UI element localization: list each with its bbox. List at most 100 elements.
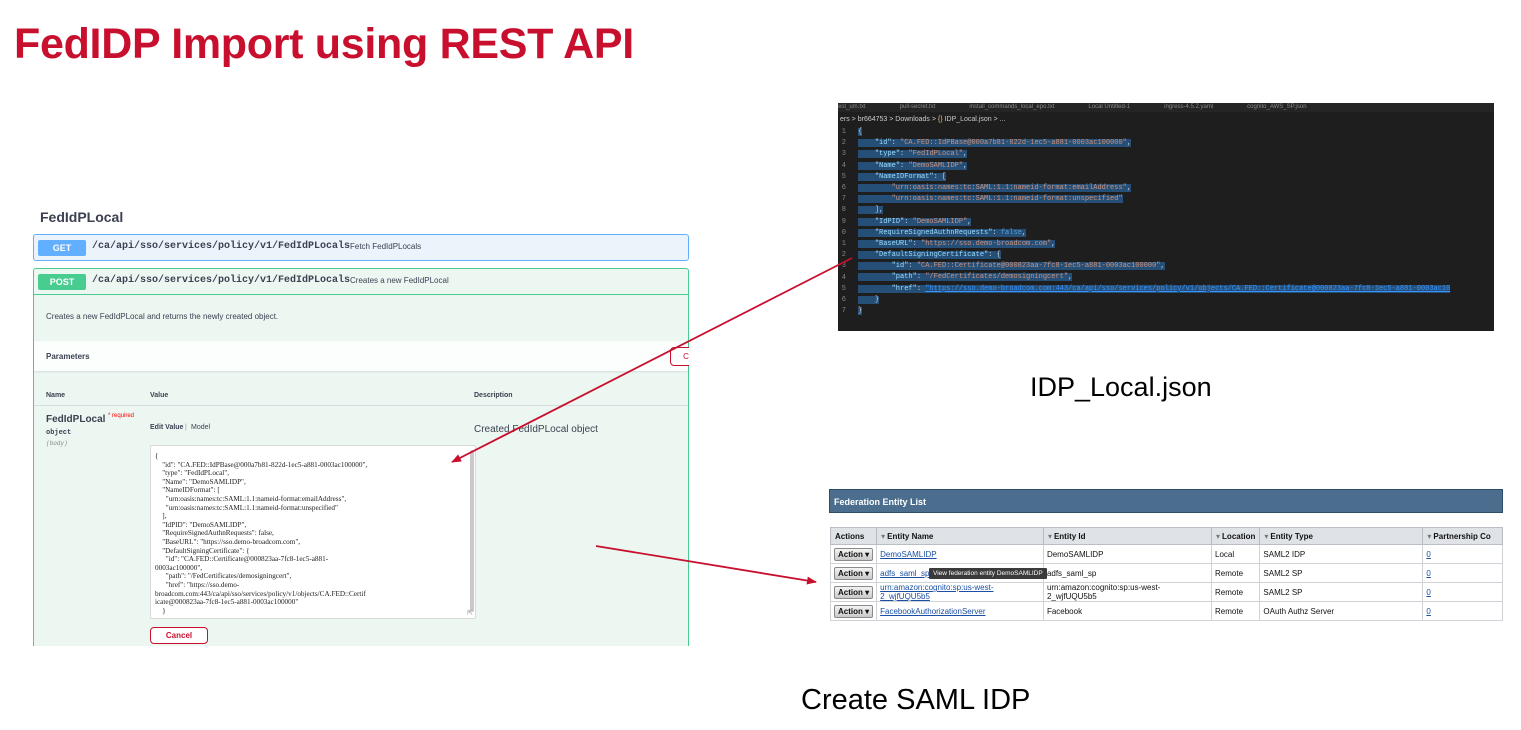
entity-tooltip: View federation entity DemoSAMLIDP: [929, 568, 1047, 579]
sort-icon: ▾: [1427, 531, 1432, 541]
column-header[interactable]: ▾Partnership Co: [1422, 527, 1503, 545]
code-token: "urn:oasis:names:tc:SAML:1.1:nameid-form…: [891, 195, 1123, 204]
column-header[interactable]: ▾Entity Type: [1259, 527, 1424, 545]
code-token: "urn:oasis:names:tc:SAML:1.1:nameid-form…: [891, 183, 1127, 192]
breadcrumb-part[interactable]: Downloads: [895, 116, 930, 123]
code-token: "RequireSignedAuthnRequests": [874, 228, 993, 237]
code-token: "CA.FED::Certificate@000823aa-7fc8-1ec5-…: [916, 262, 1161, 271]
breadcrumb-more[interactable]: ...: [999, 116, 1006, 123]
table-row: Action ▾ urn:amazon:cognito:sp:us-west-2…: [829, 582, 1503, 602]
get-summary: Fetch FedIdPLocals: [350, 242, 422, 251]
param-in: (body): [46, 440, 68, 447]
code-token: "path": [891, 273, 917, 282]
column-header[interactable]: ▾Entity Id: [1042, 527, 1213, 545]
code-token: }: [858, 307, 863, 315]
saml-caption: Create SAML IDP: [801, 684, 1031, 716]
column-header: Actions: [829, 527, 878, 545]
column-value-header: Value: [150, 392, 169, 399]
get-method-badge: GET: [38, 240, 86, 256]
editor-tab[interactable]: Local Untitled-1: [1088, 104, 1131, 110]
code-editor: est_um.txt pull-secret.txt install_command…: [838, 103, 1494, 331]
get-operation-row[interactable]: GET /ca/api/sso/services/policy/v1/FedId…: [33, 234, 689, 261]
action-dropdown-button[interactable]: Action ▾: [834, 604, 874, 618]
editor-tab[interactable]: install_commands_local_epo.txt: [969, 104, 1055, 110]
editor-tab[interactable]: ingress-4.5.2.yaml: [1164, 104, 1214, 110]
column-label: Partnership Co: [1433, 531, 1491, 541]
post-path: /ca/api/sso/services/policy/v1/FedIdPLoc…: [92, 275, 351, 286]
code-token: "CA.FED::IdPBase@000a7b81-822d-1ec5-a881…: [900, 139, 1127, 148]
column-label: Entity Type: [1270, 531, 1313, 541]
entity-name-link[interactable]: DemoSAMLIDP: [880, 549, 937, 559]
partnership-count-link[interactable]: 0: [1426, 587, 1431, 597]
param-required: * required: [108, 413, 135, 419]
entity-id: DemoSAMLIDP: [1042, 544, 1213, 564]
sort-icon: ▾: [1216, 531, 1221, 541]
cancel-button[interactable]: Cancel: [150, 627, 208, 644]
operation-description: Creates a new FedIdPLocal and returns th…: [46, 312, 279, 321]
post-operation-header[interactable]: POST /ca/api/sso/services/policy/v1/FedI…: [34, 269, 688, 295]
code-token: {: [858, 128, 863, 136]
entity-type: SAML2 SP: [1259, 582, 1424, 602]
sort-icon: ▾: [881, 531, 886, 541]
column-description-header: Description: [474, 392, 513, 399]
federation-title: Federation Entity List: [834, 497, 927, 507]
code-token: "https://sso.demo-broadcom.com:443/ca/ap…: [925, 284, 1451, 293]
post-summary: Creates a new FedIdPLocal: [350, 276, 449, 285]
partnership-count-link[interactable]: 0: [1426, 568, 1431, 578]
entity-type: OAuth Authz Server: [1259, 601, 1424, 621]
code-token: "/FedCertificates/demosigningcert": [925, 273, 1069, 282]
column-header[interactable]: ▾Location: [1211, 527, 1261, 545]
column-name-header: Name: [46, 392, 66, 399]
action-dropdown-button[interactable]: Action ▾: [834, 585, 874, 599]
code-token: "id": [891, 262, 909, 271]
action-dropdown-button[interactable]: Action ▾: [834, 547, 874, 561]
federation-header: Federation Entity List: [829, 489, 1503, 513]
try-it-out-button[interactable]: C: [670, 347, 689, 366]
entity-location: Remote: [1211, 601, 1261, 621]
line-numbers: 1 2 3 4 5 6 7 8 9 0 1 2 3 4 5 6 7: [841, 128, 846, 316]
section-title: FedIdPLocal: [40, 209, 124, 225]
code-token: "href": [891, 284, 917, 293]
tab-edit-value[interactable]: Edit Value: [150, 424, 184, 431]
code-token: "FedIdPLocal": [908, 150, 964, 159]
partnership-count-link[interactable]: 0: [1426, 549, 1431, 559]
code-token: false: [1000, 228, 1022, 237]
column-header[interactable]: ▾Entity Name: [876, 527, 1044, 545]
code-token: [: [942, 172, 947, 181]
json-code[interactable]: { "id": "CA.FED::IdPBase@000a7b81-822d-1…: [858, 128, 1451, 315]
partnership-count-link[interactable]: 0: [1426, 606, 1431, 616]
entity-location: Remote: [1211, 563, 1261, 583]
entity-name-link[interactable]: urn:amazon:cognito:sp:us-west-2_wjfUQU5b…: [880, 583, 994, 601]
federation-table: Actions ▾Entity Name ▾Entity Id ▾Locatio…: [829, 527, 1503, 621]
entity-type: SAML2 SP: [1259, 563, 1424, 583]
editor-tabs: est_um.txt pull-secret.txt install_command…: [838, 103, 1494, 112]
entity-id: Facebook: [1042, 601, 1213, 621]
editor-tab[interactable]: est_um.txt: [838, 104, 866, 110]
code-token: "IdPID": [874, 217, 905, 226]
get-path: /ca/api/sso/services/policy/v1/FedIdPLoc…: [92, 241, 351, 252]
code-token: "BaseURL": [874, 239, 913, 248]
editor-tab[interactable]: cognito_AWS_SP.json: [1247, 104, 1307, 110]
action-dropdown-button[interactable]: Action ▾: [834, 566, 874, 580]
request-body-textarea[interactable]: { "id": "CA.FED::IdPBase@000a7b81-822d-1…: [150, 445, 476, 619]
code-token: "NameIDFormat": [874, 172, 934, 181]
entity-type: SAML2 IDP: [1259, 544, 1424, 564]
json-file-icon: {}: [937, 116, 943, 123]
breadcrumb-part[interactable]: br664753: [857, 116, 888, 123]
table-row: Action ▾ FacebookAuthorizationServer Fac…: [829, 601, 1503, 621]
post-method-badge: POST: [38, 274, 86, 290]
breadcrumb-part[interactable]: ers: [840, 116, 850, 123]
code-token: "DefaultSigningCertificate": [874, 251, 989, 260]
breadcrumb-file[interactable]: IDP_Local.json: [944, 116, 992, 123]
tab-separator: |: [185, 424, 187, 431]
tab-model[interactable]: Model: [191, 424, 211, 431]
entity-name-link[interactable]: FacebookAuthorizationServer: [880, 606, 986, 616]
slide-title: FedIDP Import using REST API: [14, 20, 634, 68]
request-body-text: { "id": "CA.FED::IdPBase@000a7b81-822d-1…: [155, 452, 368, 615]
editor-scrollbar[interactable]: [470, 450, 474, 612]
code-token: "DemoSAMLIDP": [908, 161, 964, 170]
code-token: "Name": [874, 161, 901, 170]
resize-grip-icon[interactable]: ⇱: [467, 610, 473, 617]
entity-name-link[interactable]: adfs_saml_sp: [880, 568, 930, 578]
editor-tab[interactable]: pull-secret.txt: [899, 104, 936, 110]
